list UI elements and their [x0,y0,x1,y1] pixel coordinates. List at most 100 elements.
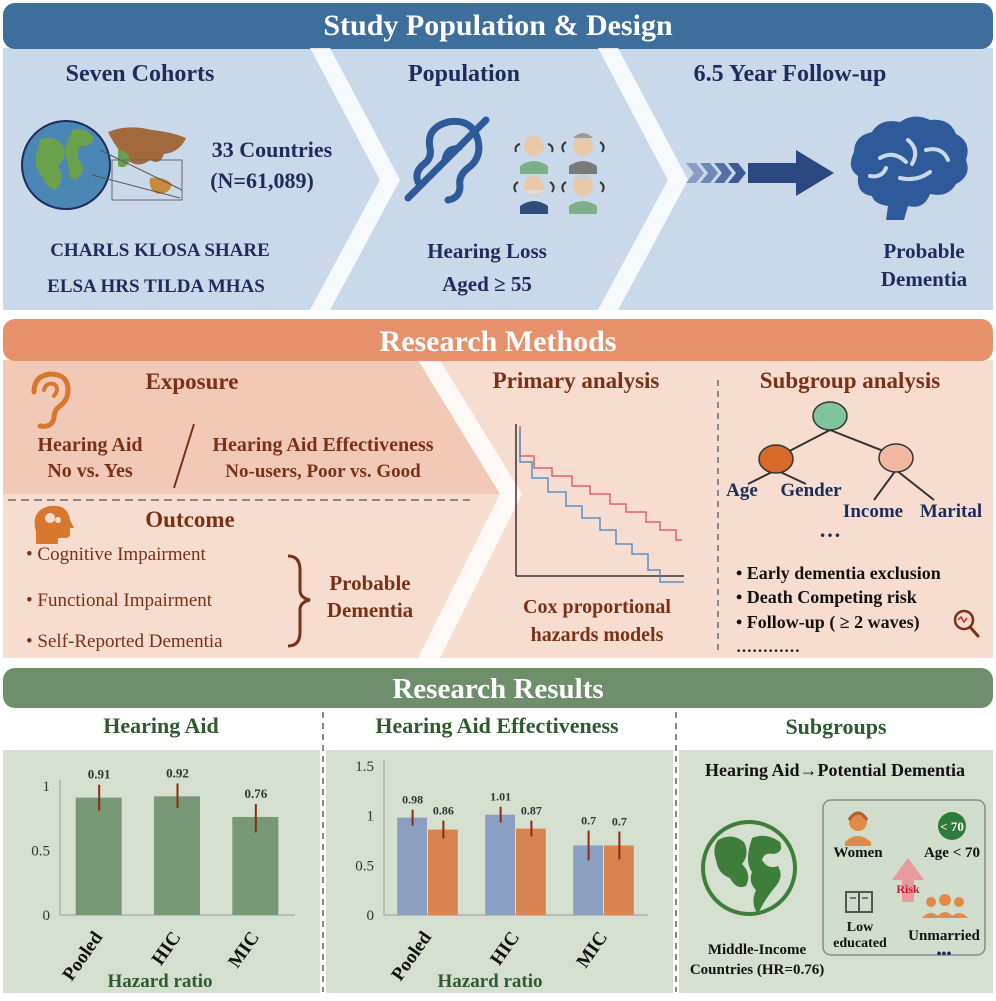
exposure-background [3,360,500,494]
node-age: Age [726,480,758,501]
subgroups-subtitle: Hearing Aid→Potential Dementia [705,760,965,780]
x-axis-label: Hazard ratio [437,971,542,992]
followup-title: 6.5 Year Follow-up [694,61,887,87]
outcome-result-line2: Dementia [327,598,414,622]
globe-label-line1: Middle-Income [708,942,807,958]
outcome-item-3: • Self-Reported Dementia [26,631,223,652]
age-badge: < 70 [940,819,964,834]
exposure-left-line1: Hearing Aid [37,434,142,456]
panel1-title: Hearing Aid [103,713,219,738]
tree-root-node [812,401,848,431]
arrow-icon [686,150,834,196]
population-line2: Aged ≥ 55 [442,272,532,296]
panel3-title: Subgroups [785,714,887,739]
subgroup-item-1: • Early dementia exclusion [736,563,941,583]
tree-right-node [878,443,914,473]
km-curve-blue [519,430,684,583]
data-label: 0.92 [166,765,189,780]
brain-icon [850,116,968,220]
bar [516,828,546,915]
exposure-slash [173,423,195,489]
y-tick-label: 1 [43,779,51,795]
exposure-right-line1: Hearing Aid Effectiveness [212,434,433,456]
primary-title: Primary analysis [493,368,660,393]
subgroup-title: Subgroup analysis [760,368,941,393]
subgroup-tree [747,401,935,501]
chevron-divider-1 [310,48,400,310]
bar [397,817,427,915]
design-background [3,48,993,310]
node-gender: Gender [780,480,842,501]
exposure-title: Exposure [146,369,239,394]
results-header: Research Results [392,673,603,705]
primary-caption-line2: hazards models [531,624,664,646]
subgroup-dots: ………… [736,639,800,656]
globe-icon [701,820,797,916]
data-label: 0.87 [521,804,542,818]
design-section: Study Population & Design Seven Cohorts … [3,3,993,310]
data-label: 1.01 [490,790,511,804]
primary-caption-line1: Cox proportional [523,596,671,618]
bar [428,829,458,915]
y-tick-label: 1 [367,809,375,825]
y-tick-label: 0 [367,908,375,924]
deaf-ear-icon [404,116,490,204]
risk-up-arrow [892,858,924,902]
population-title: Population [408,61,520,87]
data-label: 0.7 [581,814,596,828]
sample-size: (N=61,089) [210,168,314,193]
data-label: 0.98 [402,793,423,807]
node-marital: Marital [920,501,982,522]
design-header: Study Population & Design [323,9,673,42]
y-tick-label: 1.5 [355,759,374,775]
group-icon [922,894,968,918]
outcome-brace [287,554,311,648]
outcome-result-line1: Probable [329,571,410,595]
risk-low-line1: Low [847,920,874,935]
y-tick-label: 0.5 [355,858,374,874]
bar [232,816,279,915]
exposure-left-line2: No vs. Yes [47,460,133,482]
subgroup-item-2: • Death Competing risk [736,587,917,607]
cohort-names-line1: CHARLS KLOSA SHARE [50,240,270,261]
outcome-title: Outcome [145,507,234,532]
risk-dots: ••• [937,947,952,962]
age-badge-circle [938,812,966,840]
data-label: 0.91 [88,767,111,782]
y-tick-label: 0 [43,908,51,924]
methods-header-bar [3,319,993,361]
cohorts-title: Seven Cohorts [66,61,215,87]
exposure-right-line2: No-users, Poor vs. Good [225,461,421,482]
data-label: 0.7 [612,815,627,829]
bar [485,814,515,915]
outcome-item-2: • Functional Impairment [26,590,213,611]
results-section: Research Results Hearing Aid Hearing Aid… [3,668,993,993]
tree-ellipsis: … [819,517,841,542]
ear-icon [31,371,71,429]
risk-women: Women [833,845,883,861]
methods-divider-bottom [418,494,522,658]
node-income: Income [843,501,903,522]
outcome-item-1: • Cognitive Impairment [26,544,206,565]
book-icon [845,891,873,913]
followup-line1: Probable [883,239,964,263]
methods-divider-top [418,360,522,494]
countries-count: 33 Countries [212,137,333,162]
head-brain-icon [34,505,74,544]
world-map-icon [21,120,186,210]
population-line1: Hearing Loss [427,239,547,263]
methods-section: Research Methods Exposure Hearing Aid No… [3,319,993,658]
magnifier-icon [953,609,980,638]
results-header-bar [3,668,993,708]
km-curve-chart [515,424,684,583]
data-label: 0.76 [244,786,267,801]
risk-label: Risk [896,882,920,896]
risk-low-line2: educated [833,936,887,951]
x-axis-label: Hazard ratio [107,971,212,992]
tree-left-node [758,444,794,474]
risk-unmarried: Unmarried [908,928,980,944]
globe-label-line2: Countries (HR=0.76) [690,962,824,978]
